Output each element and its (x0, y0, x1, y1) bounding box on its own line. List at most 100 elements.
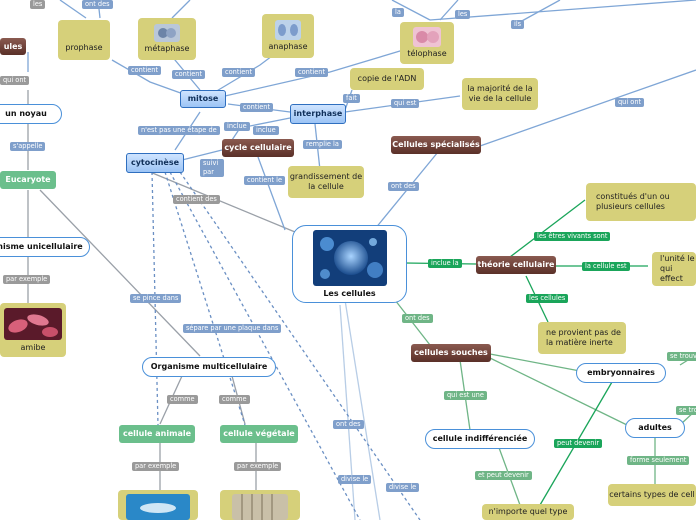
link-inclue-la[interactable]: inclue la (428, 259, 462, 268)
node-label: Les cellules (323, 288, 376, 298)
link-la-cellule-est[interactable]: la cellule est (582, 262, 630, 271)
link-ont-des-bottom[interactable]: ont des (333, 420, 364, 429)
node-amibe[interactable]: amibe (0, 303, 66, 357)
node-telophase[interactable]: télophase (400, 22, 454, 64)
amibe-image (4, 307, 62, 340)
node-eucaryote[interactable]: Eucaryote (0, 171, 56, 189)
telophase-cell-image (413, 27, 441, 47)
node-ne-provient[interactable]: ne provient pas de la matière inerte (538, 322, 626, 354)
node-interphase[interactable]: interphase (290, 104, 346, 124)
node-label: télophase (407, 49, 447, 58)
node-cytocinese[interactable]: cytocinèse (126, 153, 184, 173)
node-label: Cellules spécialisés (392, 140, 480, 149)
link-contient-des[interactable]: contient des (173, 195, 220, 204)
node-constitues[interactable]: constitués d'un ou plusieurs cellules (586, 183, 696, 221)
link-sappelle[interactable]: s'appelle (10, 142, 46, 151)
node-label: anaphase (268, 42, 308, 51)
node-label: nisme unicellulaire (0, 242, 83, 251)
link-contient-interphase[interactable]: contient (240, 103, 274, 112)
node-embryonnaires[interactable]: embryonnaires (576, 363, 666, 383)
link-divise-le-1[interactable]: divise le (338, 475, 372, 484)
node-label: amibe (20, 342, 46, 352)
node-label: Organisme multicellulaire (150, 362, 268, 371)
link-qui-ont-left[interactable]: qui ont (0, 76, 30, 85)
node-animal-image[interactable] (118, 490, 198, 520)
link-comme-1[interactable]: comme (167, 395, 198, 404)
link-contient-le[interactable]: contient le (244, 176, 286, 185)
node-certains-types[interactable]: certains types de cell (608, 484, 696, 506)
node-importe-quel-type[interactable]: n'importe quel type (482, 504, 574, 520)
link-se-pince[interactable]: se pince dans (130, 294, 182, 303)
link-la[interactable]: la (392, 8, 404, 17)
link-ont-des-top[interactable]: ont des (82, 0, 113, 9)
node-majorite-vie[interactable]: la majorité de la vie de la cellule (462, 78, 538, 110)
node-label: embryonnaires (587, 368, 655, 377)
link-les-top[interactable]: les (30, 0, 46, 9)
node-unite[interactable]: l'unité le qui effect (652, 252, 696, 286)
link-par-exemple-2[interactable]: par exemple (132, 462, 180, 471)
link-par-exemple-3[interactable]: par exemple (234, 462, 282, 471)
link-ils[interactable]: ils (511, 20, 525, 29)
node-cellule-vegetale[interactable]: cellule végétale (220, 425, 298, 443)
node-label: la majorité de la vie de la cellule (467, 84, 533, 103)
link-les-cellules[interactable]: les cellules (526, 294, 569, 303)
link-forme-seulement[interactable]: forme seulement (627, 456, 690, 465)
node-organisme-unicellulaire[interactable]: nisme unicellulaire (0, 237, 90, 257)
node-label: ules (3, 41, 23, 51)
link-par-exemple-1[interactable]: par exemple (3, 275, 51, 284)
node-organisme-multicellulaire[interactable]: Organisme multicellulaire (142, 357, 276, 377)
node-plant-image[interactable] (220, 490, 300, 520)
node-adultes[interactable]: adultes (625, 418, 685, 438)
link-ont-des-specialisees[interactable]: ont des (388, 182, 419, 191)
node-label: un noyau (5, 109, 47, 118)
link-etres-vivants[interactable]: les êtres vivants sont (534, 232, 611, 241)
link-suivi-par[interactable]: suivi par (200, 159, 224, 177)
node-mitose[interactable]: mitose (180, 90, 226, 108)
link-inclue-2[interactable]: inclue (253, 126, 279, 135)
link-ont-des-souches[interactable]: ont des (402, 314, 433, 323)
link-qui-ont-right[interactable]: qui ont (615, 98, 645, 107)
node-un-noyau[interactable]: un noyau (0, 104, 62, 124)
node-label: cellule animale (122, 429, 192, 438)
node-cellule-animale[interactable]: cellule animale (119, 425, 195, 443)
link-nest-pas[interactable]: n'est pas une étape de (138, 126, 220, 135)
node-cellules-souches[interactable]: cellules souches (411, 344, 491, 362)
node-theorie-cellulaire[interactable]: théorie cellulaire (476, 256, 556, 274)
link-peut-devenir[interactable]: peut devenir (554, 439, 603, 448)
node-label: cytocinèse (130, 158, 180, 167)
node-label: adultes (638, 423, 672, 432)
node-metaphase[interactable]: métaphase (138, 18, 196, 60)
link-contient-4[interactable]: contient (295, 68, 329, 77)
node-prophase[interactable]: prophase (58, 20, 110, 60)
link-se-trouve-1[interactable]: se trouv (667, 352, 696, 361)
link-contient-1[interactable]: contient (128, 66, 162, 75)
node-label: grandissement de la cellule (289, 172, 363, 191)
node-label: copie de l'ADN (357, 74, 417, 83)
node-cellule-indifferenciee[interactable]: cellule indifférenciée (425, 429, 535, 449)
link-qui-est[interactable]: qui est (391, 99, 420, 108)
node-les-cellules[interactable]: Les cellules (292, 225, 407, 303)
anaphase-cell-image (275, 20, 301, 40)
node-grandissement[interactable]: grandissement de la cellule (288, 166, 364, 198)
node-anaphase[interactable]: anaphase (262, 14, 314, 58)
link-remplie-la[interactable]: remplie la (303, 140, 342, 149)
node-cellules-specialisees[interactable]: Cellules spécialisés (391, 136, 481, 154)
node-label: mitose (187, 94, 219, 103)
link-fait[interactable]: fait (343, 94, 360, 103)
node-cycle-cellulaire[interactable]: cycle cellulaire (222, 139, 294, 157)
link-divise-le-2[interactable]: divise le (386, 483, 420, 492)
link-contient-3[interactable]: contient (222, 68, 256, 77)
node-cellules-top[interactable]: ules (0, 38, 26, 55)
link-inclue[interactable]: inclue (224, 122, 250, 131)
link-qui-est-une[interactable]: qui est une (444, 391, 487, 400)
link-contient-2[interactable]: contient (172, 70, 206, 79)
node-label: ne provient pas de la matière inerte (546, 328, 621, 347)
link-et-peut-devenir[interactable]: et peut devenir (475, 471, 532, 480)
link-separe[interactable]: sépare par une plaque dans (183, 324, 282, 333)
link-les-telophase[interactable]: les (455, 10, 471, 19)
node-label: cellule indifférenciée (432, 434, 528, 443)
link-comme-2[interactable]: comme (219, 395, 250, 404)
node-copie-adn[interactable]: copie de l'ADN (350, 68, 424, 90)
link-se-trouve-2[interactable]: se tro (676, 406, 696, 415)
